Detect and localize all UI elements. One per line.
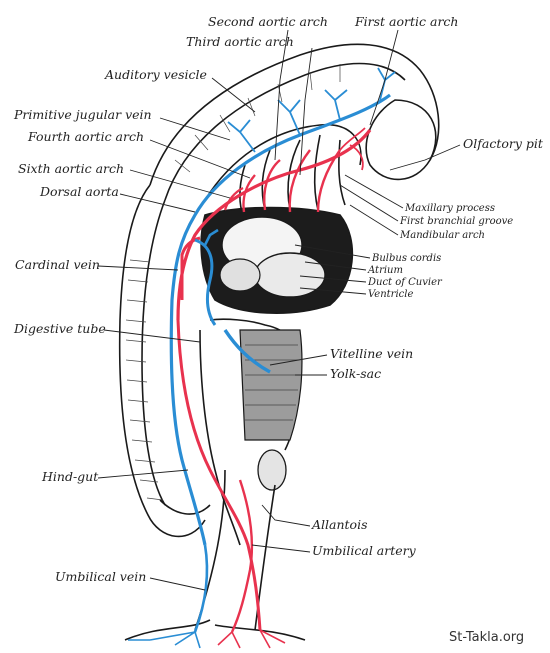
label-sixth-aortic-arch: Sixth aortic arch	[18, 161, 124, 176]
label-duct-of-cuvier: Duct of Cuvier	[367, 277, 443, 288]
label-first-aortic-arch: First aortic arch	[354, 14, 459, 29]
label-allantois: Allantois	[311, 517, 368, 532]
label-hind-gut: Hind-gut	[41, 469, 99, 484]
label-umbilical-artery: Umbilical artery	[312, 543, 417, 558]
label-cardinal-vein: Cardinal vein	[15, 257, 100, 272]
label-olfactory-pit: Olfactory pit	[463, 136, 544, 151]
label-dorsal-aorta: Dorsal aorta	[39, 184, 119, 199]
label-ventricle: Ventricle	[368, 289, 413, 300]
label-umbilical-vein: Umbilical vein	[55, 569, 146, 584]
diagram-labels: Second aortic arch First aortic arch Thi…	[13, 14, 544, 591]
venous-system	[128, 67, 396, 649]
label-digestive-tube: Digestive tube	[13, 321, 106, 336]
label-third-aortic-arch: Third aortic arch	[186, 34, 294, 49]
label-atrium: Atrium	[367, 265, 403, 276]
label-yolk-sac: Yolk-sac	[330, 366, 381, 381]
label-maxillary-process: Maxillary process	[404, 203, 495, 214]
label-bulbus-cordis: Bulbus cordis	[371, 253, 441, 264]
label-first-branchial-groove: First branchial groove	[399, 216, 513, 227]
label-auditory-vesicle: Auditory vesicle	[104, 67, 207, 82]
embryo-body	[118, 43, 440, 641]
arterial-system	[176, 127, 372, 649]
label-second-aortic-arch: Second aortic arch	[208, 14, 328, 29]
label-fourth-aortic-arch: Fourth aortic arch	[27, 129, 144, 144]
watermark-text: St-Takla.org	[449, 630, 524, 645]
label-primitive-jugular-vein: Primitive jugular vein	[13, 107, 152, 122]
label-vitelline-vein: Vitelline vein	[330, 346, 413, 361]
label-mandibular-arch: Mandibular arch	[399, 230, 485, 241]
